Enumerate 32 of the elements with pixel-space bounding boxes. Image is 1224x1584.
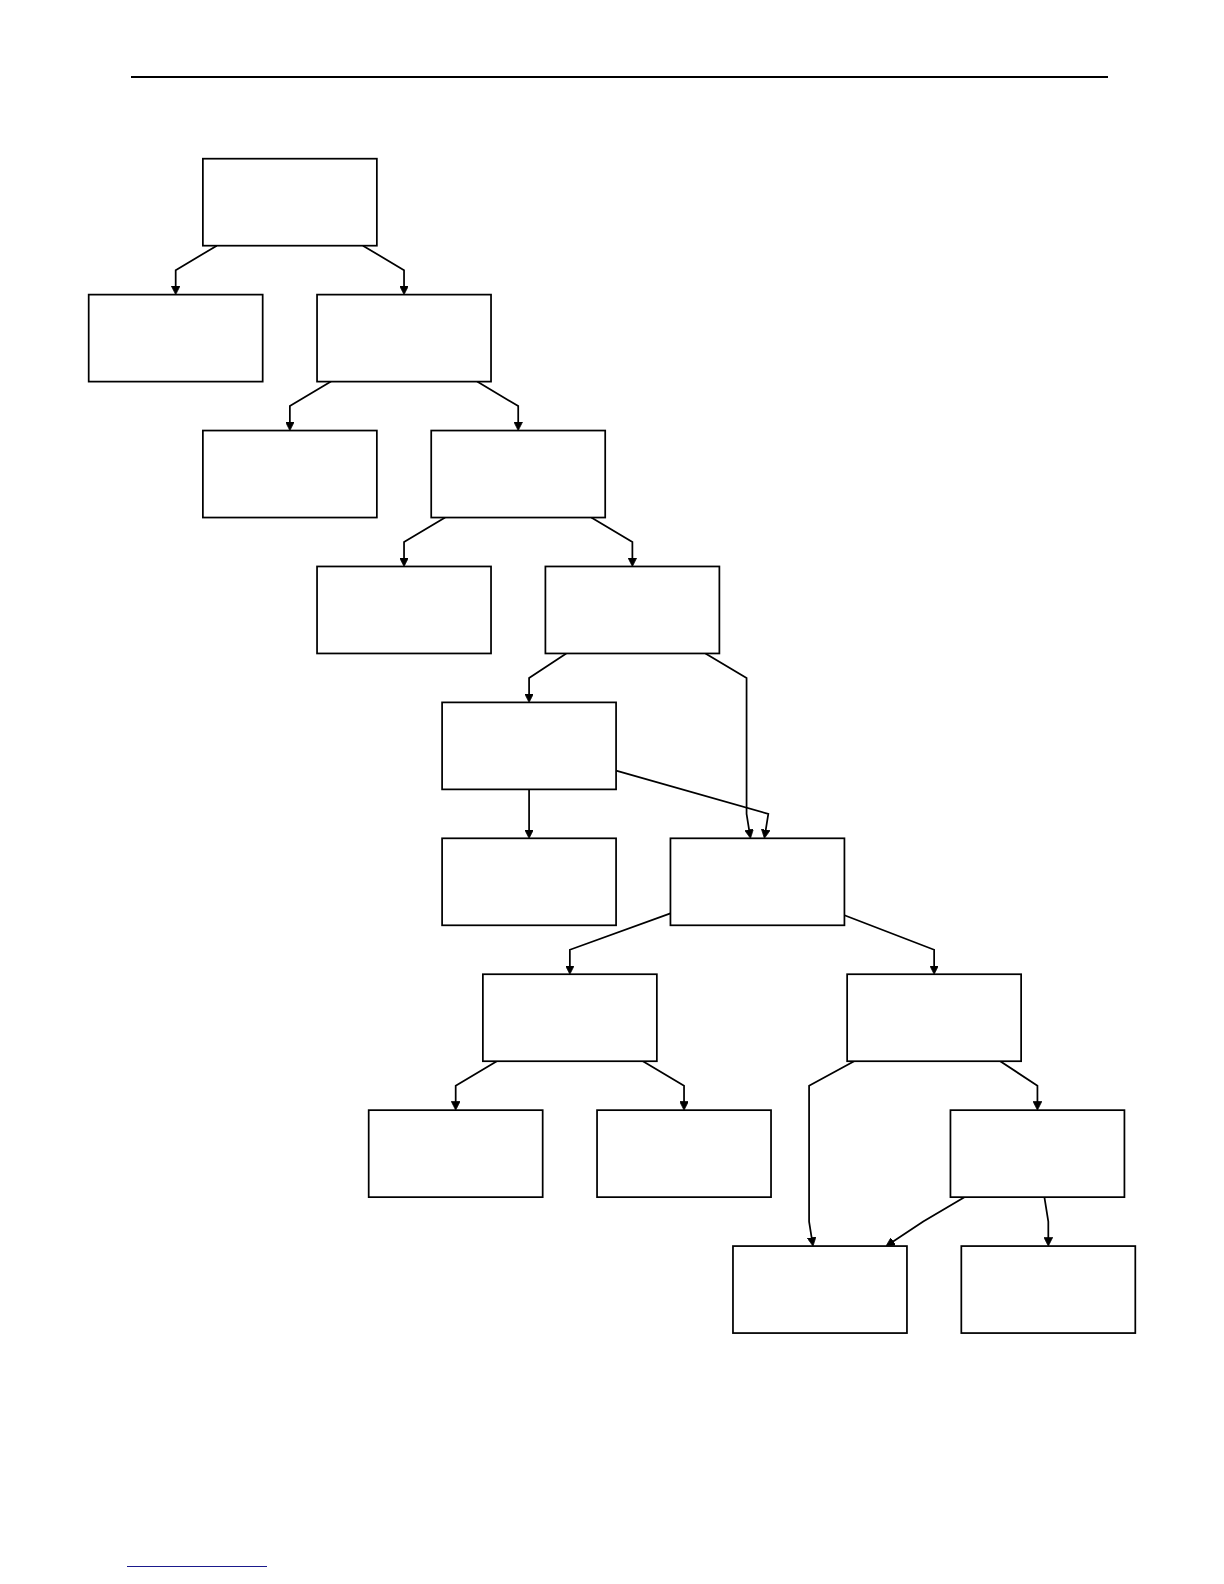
node-box <box>544 565 721 655</box>
arrow <box>806 1060 855 1247</box>
node-box <box>596 1109 772 1198</box>
node-box <box>441 837 617 927</box>
node-box <box>960 1245 1137 1334</box>
node-box <box>949 1109 1126 1198</box>
node-box <box>669 837 846 927</box>
arrow <box>999 1060 1043 1111</box>
arrow <box>399 516 446 567</box>
node-box <box>87 293 264 383</box>
arrow <box>642 1060 689 1111</box>
arrow <box>885 1196 966 1247</box>
node-box <box>367 1109 544 1198</box>
arrow <box>450 1060 498 1111</box>
node-box <box>316 565 492 655</box>
node-box <box>316 293 492 383</box>
arrow <box>524 788 534 839</box>
node-box <box>441 701 617 791</box>
arrow <box>285 380 332 431</box>
arrow <box>1043 1196 1054 1247</box>
arrow <box>170 244 218 296</box>
node-box <box>430 429 607 519</box>
arrow <box>476 380 523 431</box>
node-box <box>202 157 378 247</box>
arrow <box>590 516 638 567</box>
arrow <box>362 244 409 296</box>
node-box <box>732 1245 908 1334</box>
node-box <box>202 429 378 519</box>
node-box <box>846 973 1022 1063</box>
arrow <box>524 652 568 703</box>
arrow <box>704 652 754 839</box>
node-box <box>482 973 658 1063</box>
